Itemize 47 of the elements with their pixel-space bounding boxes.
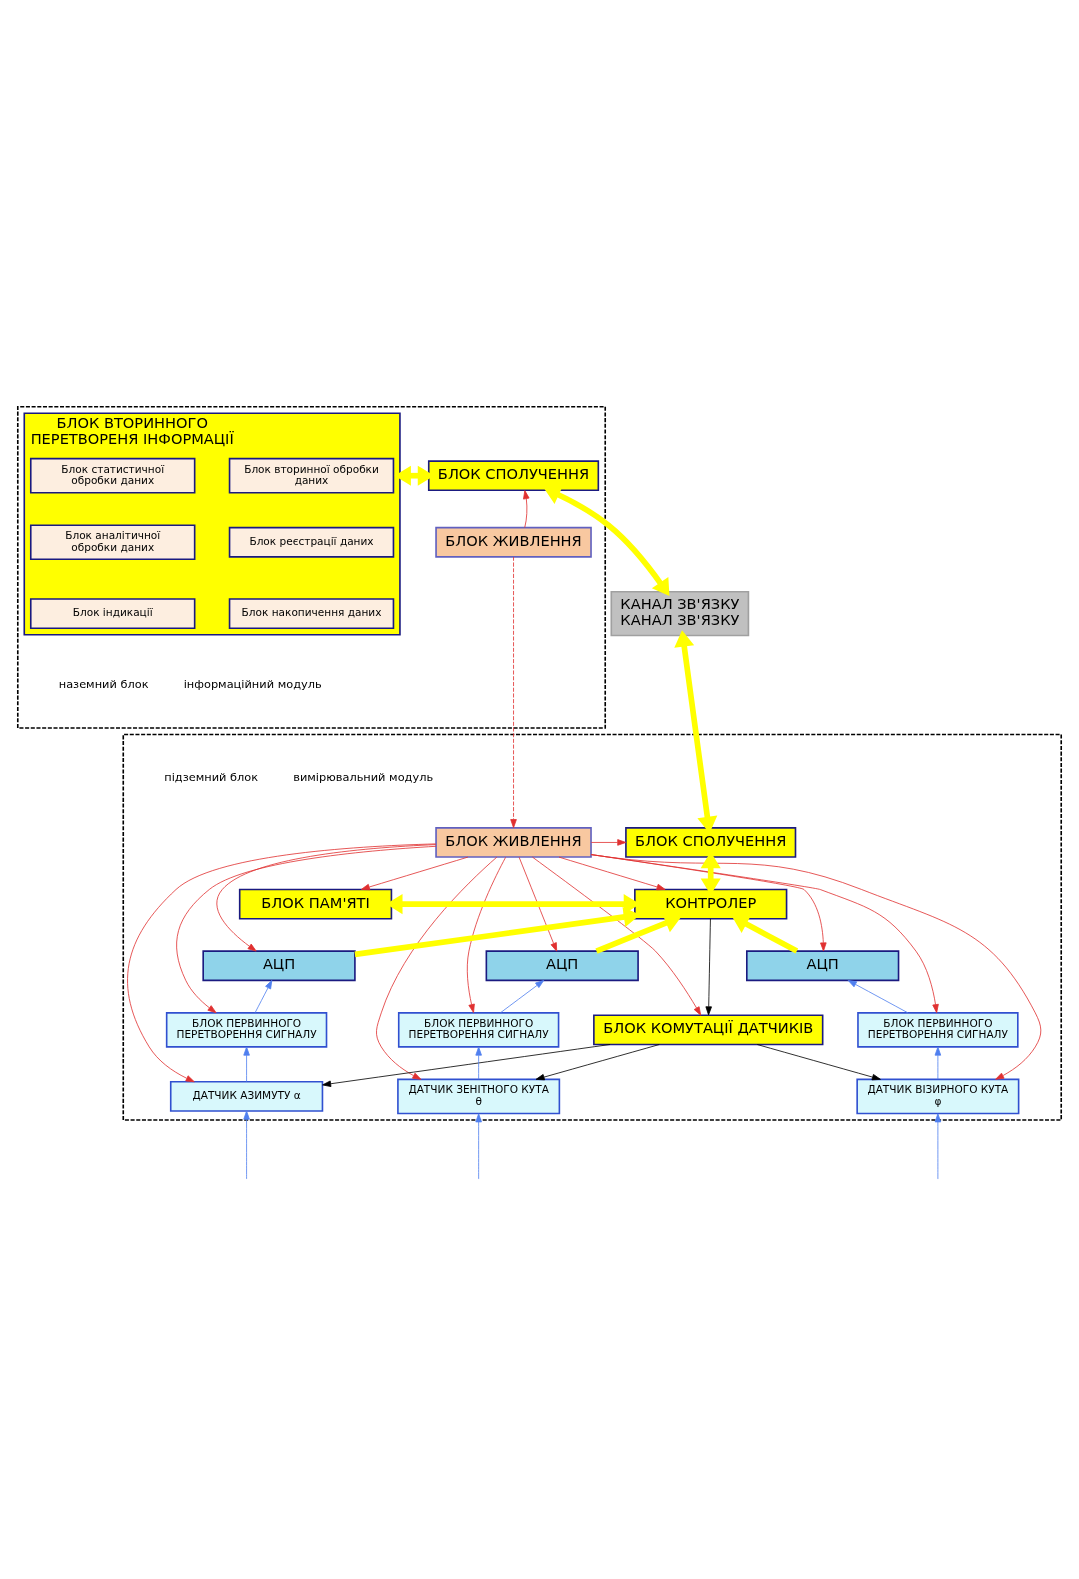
- node-box: АЦП: [202, 949, 356, 981]
- node-box: КОНТРОЛЕР: [634, 888, 788, 920]
- arrow: [500, 979, 545, 1013]
- node-box: АЦП: [746, 949, 900, 981]
- arrow: [466, 856, 506, 1013]
- node-box: КАНАЛ ЗВ'ЯЗКУ КАНАЛ ЗВ'ЯЗКУ: [610, 590, 750, 636]
- arrow: [376, 856, 498, 1080]
- arrow: [127, 843, 437, 1082]
- node-box: Блок статистичної обробки даних: [29, 457, 196, 494]
- arrow: [847, 979, 909, 1013]
- arrow: [360, 856, 469, 890]
- arrow: [475, 1112, 482, 1179]
- node-box: ДАТЧИК АЗИМУТУ α: [169, 1080, 324, 1112]
- node-box: БЛОК ЖИВЛЕННЯ: [435, 526, 592, 558]
- arrow: [590, 838, 627, 846]
- node-box: БЛОК ЖИВЛЕННЯ: [435, 826, 592, 858]
- node-box: БЛОК ПАМ'ЯТІ: [238, 888, 393, 920]
- node-box: Блок накопичення даних: [228, 597, 395, 629]
- node-box: ДАТЧИК ЗЕНІТНОГО КУТА θ: [397, 1078, 561, 1114]
- node-box: АЦП: [485, 949, 639, 981]
- arrow: [558, 856, 666, 890]
- arrow: [523, 489, 530, 528]
- arrow: [254, 979, 273, 1013]
- arrow: [532, 856, 702, 1016]
- node-box: ДАТЧИК ВІЗИРНОГО КУТА φ: [856, 1078, 1020, 1114]
- node-box: Блок індикації: [29, 597, 196, 629]
- node-box: БЛОК КОМУТАЦІЇ ДАТЧИКІВ: [593, 1013, 824, 1045]
- arrow: [322, 1043, 611, 1087]
- node-box: БЛОК СПОЛУЧЕННЯ: [427, 459, 600, 491]
- arrow: [535, 1043, 660, 1080]
- arrow: [756, 1043, 881, 1080]
- arrow: [518, 856, 558, 952]
- node-box: Блок вторинної обробки даних: [228, 457, 395, 494]
- node-box: БЛОК ПЕРВИННОГО ПЕРЕТВОРЕННЯ СИГНАЛУ: [857, 1011, 1019, 1048]
- arrow: [243, 1110, 250, 1179]
- arrow: [243, 1046, 250, 1082]
- node-box: БЛОК ПЕРВИННОГО ПЕРЕТВОРЕННЯ СИГНАЛУ: [397, 1011, 560, 1048]
- node-box: БЛОК СПОЛУЧЕННЯ: [625, 826, 797, 858]
- arrow: [705, 918, 712, 1015]
- arrow: [934, 1046, 942, 1080]
- node-box: Блок аналітичної обробки даних: [29, 523, 196, 560]
- node-box: Блок реєстрації даних: [228, 526, 395, 558]
- arrow: [475, 1046, 482, 1080]
- arrow: [510, 556, 517, 828]
- arrow: [934, 1112, 942, 1179]
- arrow: [176, 845, 437, 1013]
- node-box: БЛОК ПЕРВИННОГО ПЕРЕТВОРЕННЯ СИГНАЛУ: [165, 1011, 328, 1048]
